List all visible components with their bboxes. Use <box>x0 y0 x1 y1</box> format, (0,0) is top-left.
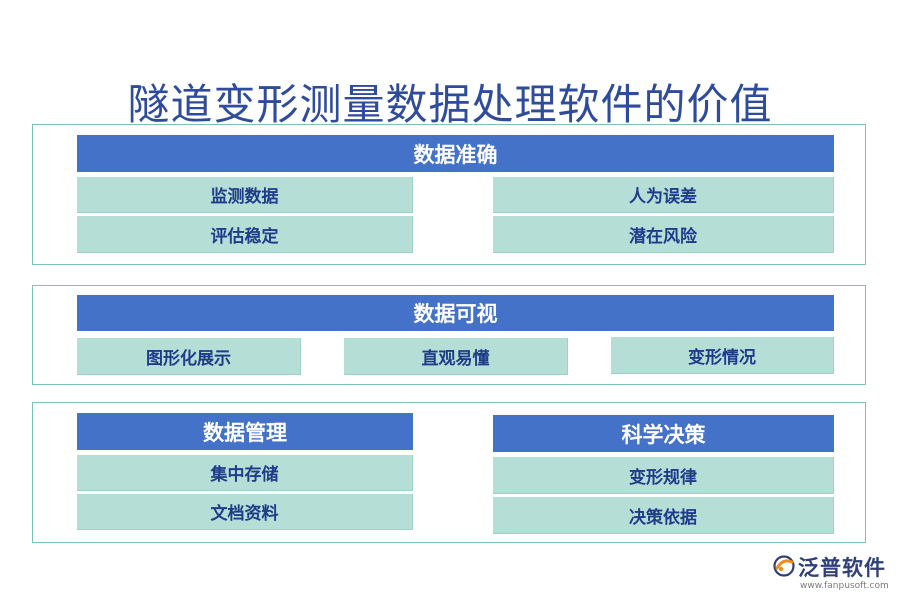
cell-human-error: 人为误差 <box>493 177 834 213</box>
cell-deformation-law: 变形规律 <box>493 457 834 494</box>
cell-assess-stability: 评估稳定 <box>77 216 413 253</box>
cell-decision-basis: 决策依据 <box>493 497 834 534</box>
logo-url: www.fanpusoft.com <box>800 581 889 591</box>
brand-logo: 泛普软件 www.fanpusoft.com <box>772 552 892 596</box>
logo-name: 泛普软件 <box>798 556 886 580</box>
fanpu-logo-icon <box>773 555 795 577</box>
cell-documents: 文档资料 <box>77 494 413 530</box>
header-scientific-decision: 科学决策 <box>493 415 834 452</box>
header-data-visual: 数据可视 <box>77 295 834 331</box>
page-title: 隧道变形测量数据处理软件的价值 <box>127 80 773 129</box>
header-data-accuracy: 数据准确 <box>77 135 834 172</box>
header-data-management: 数据管理 <box>77 413 413 450</box>
cell-monitor-data: 监测数据 <box>77 177 413 213</box>
cell-graphic-display: 图形化展示 <box>77 338 301 375</box>
cell-central-storage: 集中存储 <box>77 455 413 491</box>
cell-intuitive: 直观易懂 <box>344 338 568 375</box>
cell-potential-risk: 潜在风险 <box>493 216 834 253</box>
cell-deformation-status: 变形情况 <box>611 337 834 374</box>
